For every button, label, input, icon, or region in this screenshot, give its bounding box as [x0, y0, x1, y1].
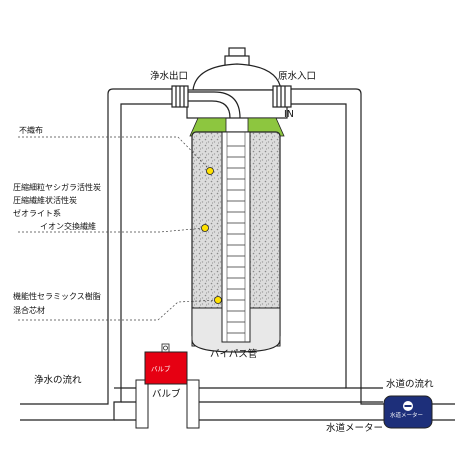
housing-head	[171, 47, 292, 119]
head-dome	[192, 63, 282, 91]
nonwoven-label: 不織布	[19, 126, 43, 135]
pipe-network	[20, 88, 455, 421]
core-tube	[221, 131, 251, 343]
marker-ceramic	[214, 296, 222, 304]
meter-body	[383, 395, 433, 429]
carbon-label-2: 圧縮繊維状活性炭	[13, 196, 77, 205]
clean-outlet-label: 浄水出口	[150, 71, 189, 82]
in-label: IN	[284, 109, 294, 120]
marker-carbon	[206, 167, 214, 175]
valve	[144, 343, 188, 385]
filter-cartridge	[191, 131, 281, 353]
valve-body	[144, 351, 188, 385]
bypass-label: バイパス管	[210, 349, 258, 360]
vent-cap	[228, 47, 246, 57]
inlet-connector	[272, 85, 292, 108]
clean-pipe-inner	[20, 103, 172, 421]
valve-flange-right	[186, 379, 200, 429]
water-flow-label: 水道の流れ	[386, 379, 434, 390]
carbon-label-1: 圧縮細粒ヤシガラ活性炭	[13, 183, 101, 192]
valve-flange-left	[135, 379, 149, 429]
valve-tag: バルブ	[151, 365, 171, 373]
raw-inlet-label: 原水入口	[278, 71, 317, 82]
valve-fittings	[135, 379, 200, 429]
clean-flow-label: 浄水の流れ	[34, 375, 82, 386]
clean-pipe-outer	[20, 88, 172, 405]
leader-lines	[18, 136, 219, 321]
ceramic-label-1: 機能性セラミックス樹脂	[13, 292, 101, 301]
ceramic-label-2: 混合芯材	[13, 306, 45, 315]
water-meter	[383, 395, 433, 429]
marker-ion	[201, 224, 209, 232]
raw-pipe-outer	[291, 88, 388, 405]
markers	[201, 167, 222, 304]
ion-fiber-label: イオン交換繊維	[40, 222, 96, 231]
valve-label: バルブ	[152, 389, 181, 400]
zeolite-label: ゼオライト系	[13, 209, 61, 218]
meter-label: 水道メーター	[326, 423, 384, 434]
raw-pipe-inner	[291, 103, 383, 389]
meter-tag: 水道メーター	[390, 413, 424, 419]
